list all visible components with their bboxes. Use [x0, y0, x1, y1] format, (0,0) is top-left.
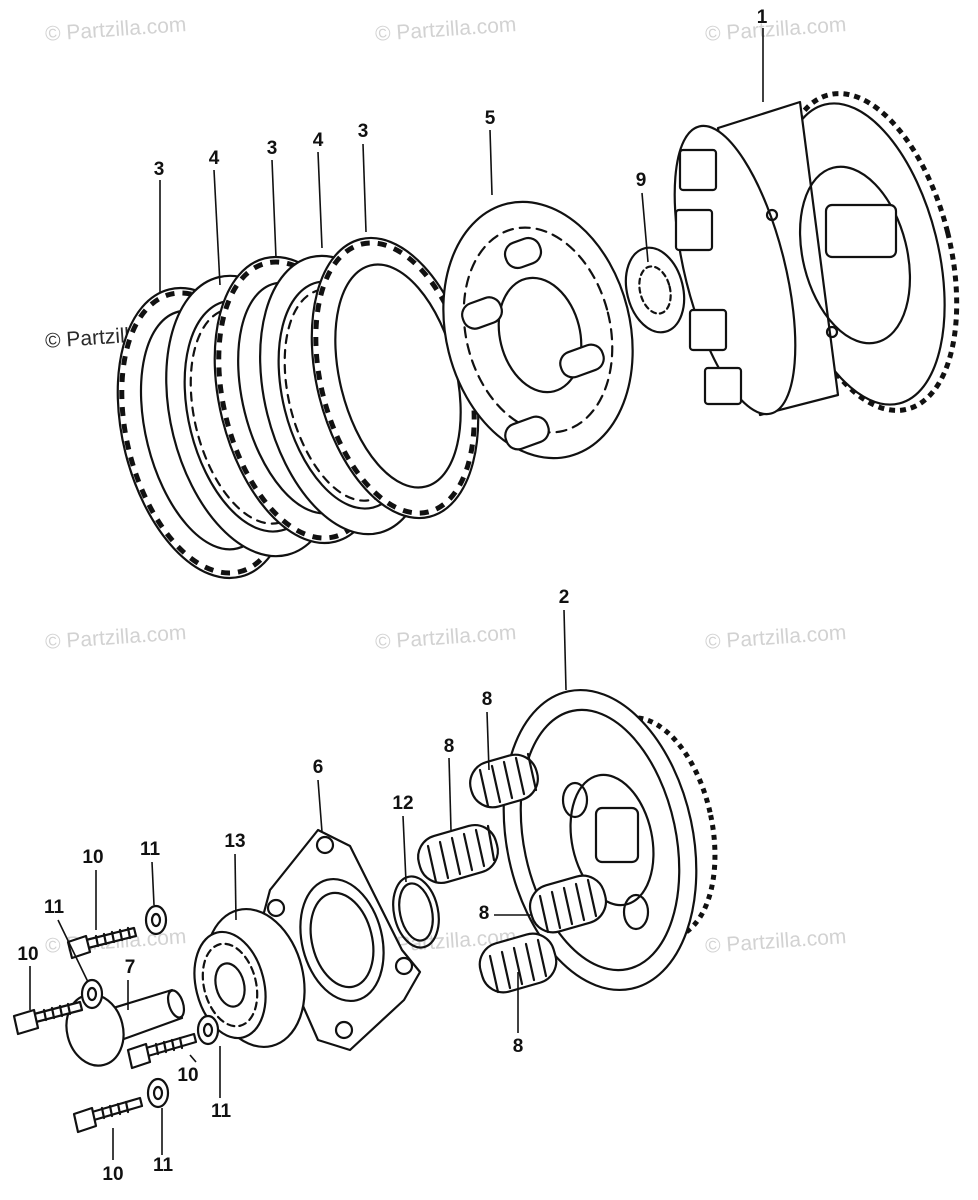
- lock-washer-icon[interactable]: [617, 242, 692, 339]
- bolt-icon[interactable]: [12, 1000, 84, 1036]
- callout-1: 1: [756, 7, 768, 28]
- callout-8: 8: [478, 903, 490, 924]
- callout-8: 8: [512, 1036, 524, 1057]
- callout-8: 8: [481, 689, 493, 710]
- clutch-spring-icon[interactable]: [413, 820, 503, 888]
- washer-icon[interactable]: [196, 1014, 220, 1046]
- callout-13: 13: [224, 831, 246, 852]
- clutch-outer-icon[interactable]: [651, 75, 978, 429]
- callout-6: 6: [312, 757, 324, 778]
- bearing-icon[interactable]: [184, 898, 319, 1057]
- clutch-spring-icon[interactable]: [465, 750, 543, 813]
- callout-2: 2: [558, 587, 570, 608]
- callout-3: 3: [153, 159, 165, 180]
- callout-10: 10: [102, 1164, 124, 1185]
- clutch-spring-icon[interactable]: [475, 928, 562, 997]
- callout-4: 4: [208, 148, 220, 169]
- leader-lines: [29, 28, 764, 1160]
- circlip-icon[interactable]: [387, 872, 445, 952]
- callout-5: 5: [484, 108, 496, 129]
- callout-10: 10: [17, 944, 39, 965]
- callout-11: 11: [139, 839, 161, 860]
- callout-11: 11: [210, 1101, 232, 1122]
- lifter-rod-icon[interactable]: [59, 988, 187, 1071]
- washer-icon[interactable]: [144, 904, 168, 936]
- callout-3: 3: [266, 138, 278, 159]
- callout-11: 11: [43, 897, 65, 918]
- callout-11: 11: [152, 1155, 174, 1176]
- bolt-icon[interactable]: [126, 1032, 198, 1070]
- callout-9: 9: [635, 170, 647, 191]
- callout-8: 8: [443, 736, 455, 757]
- washer-icon[interactable]: [80, 978, 104, 1010]
- callout-12: 12: [392, 793, 414, 814]
- bolt-icon[interactable]: [66, 926, 138, 960]
- callout-3: 3: [357, 121, 369, 142]
- callout-10: 10: [177, 1065, 199, 1086]
- callout-10: 10: [82, 847, 104, 868]
- callout-4: 4: [312, 130, 324, 151]
- washer-icon[interactable]: [146, 1077, 170, 1109]
- callout-7: 7: [124, 957, 136, 978]
- bolt-icon[interactable]: [72, 1096, 144, 1134]
- clutch-center-icon[interactable]: [417, 182, 658, 479]
